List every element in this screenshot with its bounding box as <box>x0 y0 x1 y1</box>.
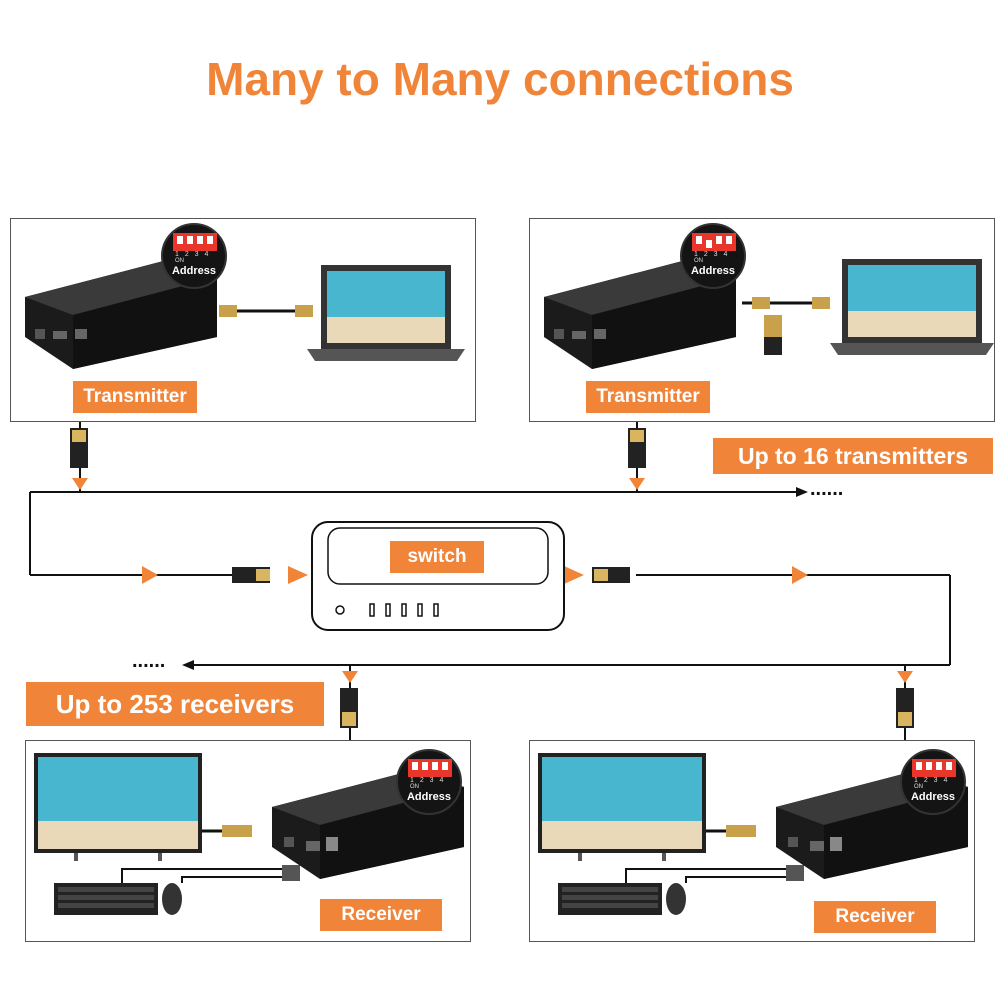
address-dip-switch-icon: 1 2 3 4 ON Address <box>680 223 746 289</box>
address-dip-switch-icon: 1 2 3 4 ON Address <box>900 749 966 815</box>
more-receivers-ellipsis: ...... <box>132 650 166 672</box>
more-transmitters-ellipsis: ...... <box>810 478 844 500</box>
address-label: Address <box>171 265 217 277</box>
transmitter-panel-2: 1 2 3 4 ON Address Transmitter <box>529 218 995 422</box>
dip-on-label: ON <box>175 258 184 264</box>
dip-on-label: ON <box>410 784 419 790</box>
receiver-label: Receiver <box>320 899 442 931</box>
receiver-panel-1: 1 2 3 4 ON Address Receiver <box>25 740 471 942</box>
receiver-panel-2: 1 2 3 4 ON Address Receiver <box>529 740 975 942</box>
transmitter-illustration-2 <box>544 259 994 369</box>
address-dip-switch-icon: 1 2 3 4 ON Address <box>396 749 462 815</box>
receivers-count-note: Up to 253 receivers <box>26 682 324 726</box>
dip-numbers: 1 2 3 4 <box>410 777 446 784</box>
address-label: Address <box>406 791 452 803</box>
address-label: Address <box>910 791 956 803</box>
diagram-title: Many to Many connections <box>206 53 794 105</box>
transmitter-label: Transmitter <box>586 381 710 413</box>
address-dip-switch-icon: 1 2 3 4 ON Address <box>161 223 227 289</box>
receiver-illustration-2 <box>538 753 968 915</box>
dip-numbers: 1 2 3 4 <box>914 777 950 784</box>
transmitter-panel-1: 1 2 3 4 ON Address Transmitter <box>10 218 476 422</box>
dip-on-label: ON <box>694 258 703 264</box>
dip-numbers: 1 2 3 4 <box>175 251 211 258</box>
transmitter-illustration-1 <box>25 259 465 369</box>
address-label: Address <box>690 265 736 277</box>
dip-on-label: ON <box>914 784 923 790</box>
dip-numbers: 1 2 3 4 <box>694 251 730 258</box>
transmitter-label: Transmitter <box>73 381 197 413</box>
transmitters-count-note: Up to 16 transmitters <box>713 438 993 474</box>
receiver-label: Receiver <box>814 901 936 933</box>
switch-label: switch <box>390 541 484 573</box>
